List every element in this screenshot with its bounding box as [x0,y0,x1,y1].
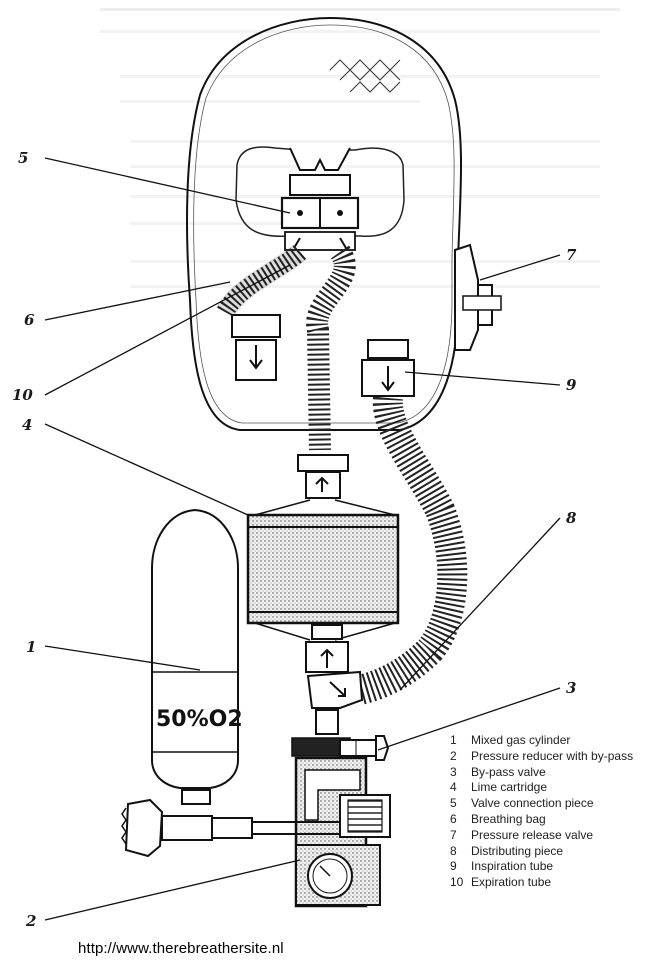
cartridge-top-connector [254,454,396,516]
cylinder-label: 50%O2 [156,707,243,732]
pressure-release-valve [454,243,502,351]
distributing-piece [254,622,396,735]
inspiration-tube [356,396,468,705]
expiration-tube [217,245,307,317]
mouthpiece [289,147,351,171]
bypass-valve [339,735,390,761]
callout-4: 4 [22,416,32,434]
callout-6: 6 [24,311,35,329]
inner-cavity [235,146,405,238]
callout-2: 2 [25,912,36,930]
callout-9: 9 [566,376,577,394]
leader-lines [44,157,561,921]
valve-connection-piece [280,174,360,251]
inspiration-valve [361,339,415,397]
cylinder-valve [121,798,340,858]
callout-8: 8 [566,509,577,527]
pressure-reducer [291,737,391,908]
footer-link[interactable]: http://www.therebreathersite.nl [78,940,284,957]
lime-cartridge [246,513,400,625]
expiration-valve [231,314,281,381]
background-text [100,8,620,288]
callout-5: 5 [18,149,28,167]
expiration-lower-tube [306,245,356,451]
callout-7: 7 [566,246,577,264]
spring-coil [329,59,401,93]
callout-1: 1 [26,638,36,656]
gas-cylinder: 50%O2 [151,508,243,805]
callout-10: 10 [12,386,33,404]
callout-3: 3 [566,679,576,697]
